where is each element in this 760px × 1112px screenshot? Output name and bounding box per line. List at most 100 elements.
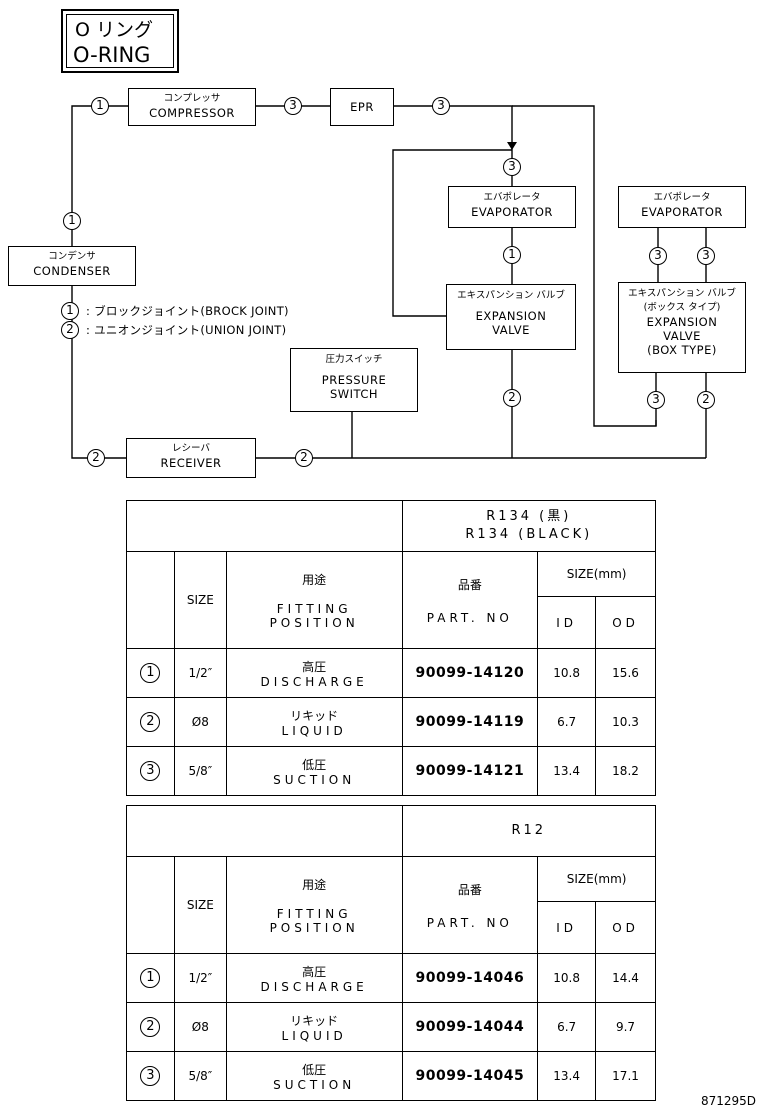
pressure-switch-jp: 圧力スイッチ bbox=[325, 354, 383, 365]
expansion-valve-2-en1: EXPANSION bbox=[646, 315, 718, 329]
evaporator-2-en: EVAPORATOR bbox=[641, 205, 723, 219]
epr-en: EPR bbox=[350, 100, 374, 114]
row-num-cell: 3 bbox=[126, 746, 175, 796]
table-r134-col-pn-jp: 品番 bbox=[457, 577, 482, 592]
row-size: 1/2″ bbox=[173, 648, 227, 698]
receiver-en: RECEIVER bbox=[160, 456, 222, 470]
table-r134-blank bbox=[126, 500, 403, 552]
receiver-jp: レシーバ bbox=[172, 443, 210, 454]
row-od: 10.3 bbox=[595, 697, 656, 747]
row-num-cell: 1 bbox=[126, 953, 175, 1003]
marker-3-compressor-epr: 3 bbox=[284, 97, 302, 115]
evaporator-1-box: エバポレータ EVAPORATOR bbox=[448, 186, 576, 228]
row-size: 5/8″ bbox=[173, 746, 227, 796]
legend-2-marker: 2 bbox=[61, 321, 79, 339]
epr-box: EPR bbox=[330, 88, 394, 126]
marker-3-epr-out: 3 bbox=[432, 97, 450, 115]
row-use-en: LIQUID bbox=[281, 723, 347, 738]
expansion-valve-2-jp1: エキスパンション バルブ bbox=[628, 288, 736, 299]
row-od: 9.7 bbox=[595, 1002, 656, 1052]
row-size: 1/2″ bbox=[173, 953, 227, 1003]
table-r134-corner bbox=[126, 551, 175, 649]
row-num: 1 bbox=[140, 663, 161, 683]
marker-3-box-bottom: 3 bbox=[647, 391, 665, 409]
table-r134-colhead-row: SIZE 用途 FITTING POSITION 品番 PART. NO SIZ… bbox=[126, 550, 656, 649]
title-jp: O リング bbox=[75, 19, 153, 41]
row-od: 17.1 bbox=[595, 1051, 656, 1101]
pressure-switch-en1: PRESSURE bbox=[321, 373, 387, 387]
row-num-cell: 1 bbox=[126, 648, 175, 698]
table-r12-col-use: 用途 FITTING POSITION bbox=[225, 856, 403, 954]
line-epr-junction bbox=[394, 105, 513, 150]
row-od: 15.6 bbox=[595, 648, 656, 698]
row-id: 13.4 bbox=[537, 746, 597, 796]
pressure-switch-en2: SWITCH bbox=[329, 387, 379, 401]
table-r12-col-pn-jp: 品番 bbox=[457, 882, 482, 897]
table-r12-col-id: ID bbox=[537, 901, 597, 954]
compressor-box: コンプレッサ COMPRESSOR bbox=[128, 88, 256, 126]
row-part-no: 90099-14045 bbox=[401, 1051, 539, 1101]
row-num: 2 bbox=[140, 1017, 161, 1037]
row-size: Ø8 bbox=[173, 1002, 227, 1052]
table-r134-col-use-en2: POSITION bbox=[269, 615, 359, 630]
expansion-valve-1-en1: EXPANSION bbox=[475, 309, 547, 323]
row-use-en: LIQUID bbox=[281, 1028, 347, 1043]
marker-1-evap1-valve1: 1 bbox=[503, 246, 521, 264]
line-condenser-receiver bbox=[71, 286, 126, 459]
expansion-valve-2-en3: (BOX TYPE) bbox=[647, 343, 717, 357]
table-r134-subhead-row: ID OD bbox=[127, 596, 656, 649]
row-use-jp: リキッド bbox=[290, 1013, 339, 1028]
table-r134-col-id: ID bbox=[537, 596, 597, 649]
condenser-jp: コンデンサ bbox=[48, 251, 96, 262]
title-en: O-RING bbox=[73, 43, 151, 67]
table-r134-header-row: R134 (黒) R134 (BLACK) bbox=[126, 500, 656, 552]
row-size: Ø8 bbox=[173, 697, 227, 747]
table-r12-col-pn: 品番 PART. NO bbox=[401, 856, 539, 954]
table-r12-header1: R12 bbox=[401, 805, 656, 857]
row-part-no: 90099-14120 bbox=[401, 648, 539, 698]
line-suction-box bbox=[512, 105, 657, 427]
marker-3-evap1-in: 3 bbox=[503, 158, 521, 176]
condenser-box: コンデンサ CONDENSER bbox=[8, 246, 136, 286]
drawing-code: 871295D bbox=[700, 1094, 756, 1108]
expansion-valve-2-box: エキスパンション バルブ (ボックス タイプ) EXPANSION VALVE … bbox=[618, 282, 746, 373]
compressor-jp: コンプレッサ bbox=[163, 93, 221, 104]
table-r134: R134 (黒) R134 (BLACK) SIZE 用途 FITTING PO… bbox=[126, 500, 656, 796]
row-num-cell: 2 bbox=[126, 697, 175, 747]
row-use-jp: 低圧 bbox=[302, 1062, 327, 1077]
row-id: 13.4 bbox=[537, 1051, 597, 1101]
arrow-head bbox=[507, 142, 517, 150]
evaporator-2-jp: エバポレータ bbox=[653, 192, 711, 203]
table-r12-col-use-en1: FITTING bbox=[276, 906, 352, 921]
table-r12-col-use-jp: 用途 bbox=[302, 877, 327, 892]
row-use-jp: リキッド bbox=[290, 708, 339, 723]
table-r134-header1: R134 (黒) bbox=[486, 509, 572, 524]
table-r134-col-dim: SIZE(mm) bbox=[537, 550, 656, 598]
marker-1-top: 1 bbox=[91, 97, 109, 115]
marker-3-evap2-left: 3 bbox=[649, 247, 667, 265]
line-condenser-compressor bbox=[71, 105, 128, 246]
marker-2-box-bottom: 2 bbox=[697, 391, 715, 409]
table-r134-header: R134 (黒) R134 (BLACK) bbox=[401, 500, 656, 552]
line-bypass-loop bbox=[392, 149, 512, 317]
table-r134-col-od: OD bbox=[595, 596, 656, 649]
table-r134-col-pn: 品番 PART. NO bbox=[401, 551, 539, 649]
row-num-cell: 3 bbox=[126, 1051, 175, 1101]
table-r12-col-size: SIZE bbox=[173, 856, 227, 954]
marker-2-receiver-out: 2 bbox=[295, 449, 313, 467]
row-part-no: 90099-14121 bbox=[401, 746, 539, 796]
receiver-box: レシーバ RECEIVER bbox=[126, 438, 256, 478]
table-r134-header2: R134 (BLACK) bbox=[465, 527, 593, 542]
table-r134-col-use-jp: 用途 bbox=[302, 572, 327, 587]
row-od: 18.2 bbox=[595, 746, 656, 796]
legend-2-text: : ユニオンジョイント(UNION JOINT) bbox=[86, 323, 287, 337]
